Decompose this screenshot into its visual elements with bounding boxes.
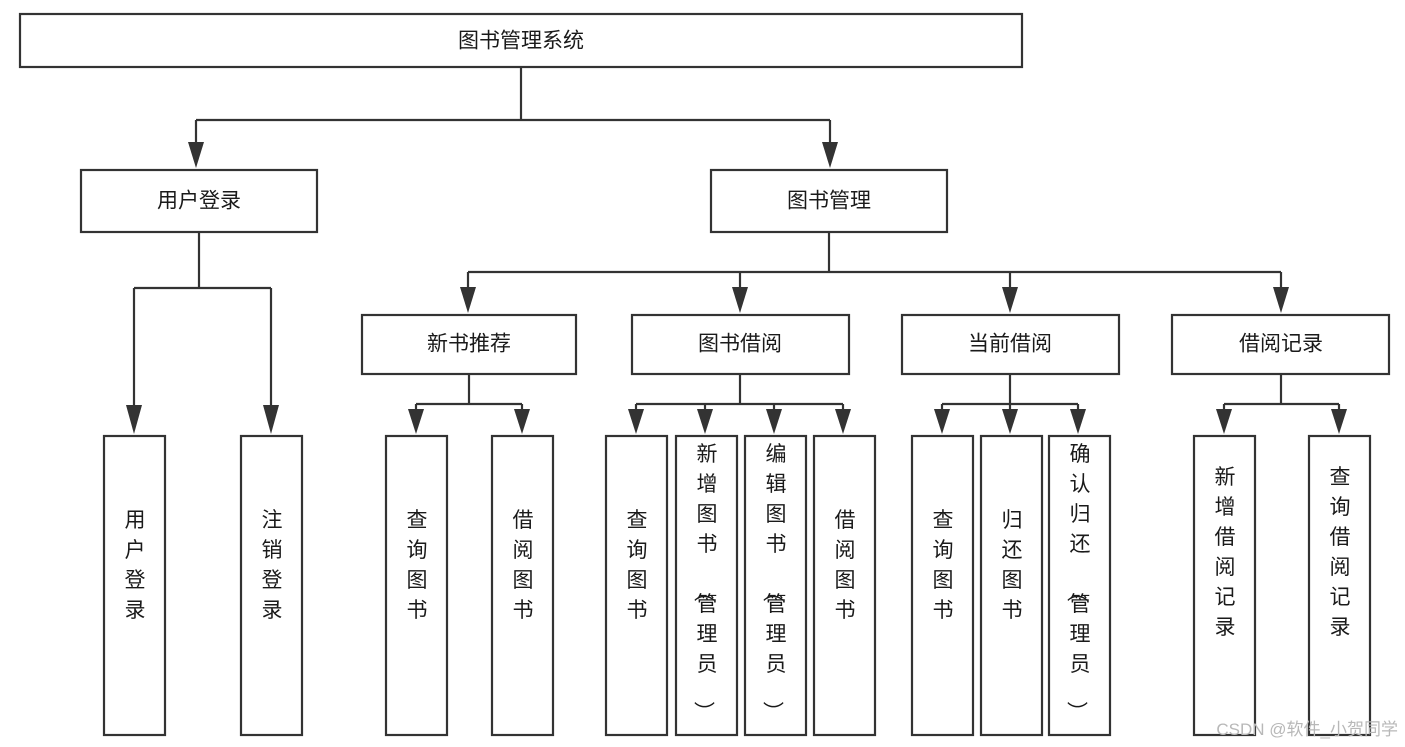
leaf-query-borrow-record-box[interactable]: [1307, 434, 1372, 737]
node-book-borrow-label: 图书借阅: [698, 333, 782, 356]
node-current-borrow-label: 当前借阅: [968, 333, 1052, 356]
root-node-box[interactable]: [18, 12, 1024, 69]
leaf-query-book-1[interactable]: 查询图书: [384, 434, 449, 737]
arrow-head-leaf-borrow-book-1: [514, 409, 530, 434]
arrow-head-user-login: [188, 142, 204, 168]
node-new-book-recommend-box[interactable]: [360, 313, 578, 376]
node-new-book-recommend[interactable]: 新书推荐: [360, 313, 578, 376]
leaf-borrow-book-2[interactable]: 借阅图书: [812, 434, 877, 737]
leaf-add-book-admin-label: 新增图书（管理员）: [692, 443, 718, 722]
root-node-label: 图书管理系统: [458, 30, 584, 53]
leaf-borrow-book-1-box[interactable]: [490, 434, 555, 737]
node-book-management[interactable]: 图书管理: [709, 168, 949, 234]
leaf-borrow-book-2-label: 借阅图书: [835, 509, 856, 622]
leaf-confirm-return-admin-box[interactable]: [1047, 434, 1112, 737]
leaf-user-login[interactable]: 用户登录: [102, 434, 167, 737]
leaf-add-borrow-record-label: 新增借阅记录: [1215, 466, 1236, 639]
leaf-query-book-2-box[interactable]: [604, 434, 669, 737]
arrow-head-leaf-return-book: [1002, 409, 1018, 434]
arrow-head-current-borrow: [1002, 287, 1018, 313]
leaf-add-borrow-record-box[interactable]: [1192, 434, 1257, 737]
arrow-head-new-book-recommend: [460, 287, 476, 313]
leaf-user-login-box[interactable]: [102, 434, 167, 737]
arrow-head-leaf-edit-book-admin: [766, 409, 782, 434]
arrow-head-leaf-query-book-2: [628, 409, 644, 434]
leaf-edit-book-admin-box[interactable]: [743, 434, 808, 737]
node-current-borrow[interactable]: 当前借阅: [900, 313, 1121, 376]
arrow-head-leaf-confirm-return-admin: [1070, 409, 1086, 434]
leaf-return-book[interactable]: 归还图书: [979, 434, 1044, 737]
leaf-confirm-return-admin[interactable]: 确认归还（管理员）: [1047, 434, 1112, 737]
leaf-query-book-1-box[interactable]: [384, 434, 449, 737]
arrow-head-book-borrow: [732, 287, 748, 313]
leaf-edit-book-admin-label: 编辑图书（管理员）: [761, 443, 787, 722]
connector-layer: [126, 67, 1347, 434]
leaf-query-book-2-label: 查询图书: [627, 509, 648, 622]
leaf-borrow-book-2-box[interactable]: [812, 434, 877, 737]
watermark: CSDN @软件_小贺同学: [1216, 720, 1398, 739]
arrow-head-book-management: [822, 142, 838, 168]
leaf-add-borrow-record[interactable]: 新增借阅记录: [1192, 434, 1257, 737]
leaf-query-book-3[interactable]: 查询图书: [910, 434, 975, 737]
leaf-add-book-admin-box[interactable]: [674, 434, 739, 737]
node-user-login-box[interactable]: [79, 168, 319, 234]
node-new-book-recommend-label: 新书推荐: [427, 333, 511, 356]
leaf-query-borrow-record-label: 查询借阅记录: [1330, 466, 1351, 639]
leaf-query-book-2[interactable]: 查询图书: [604, 434, 669, 737]
leaf-edit-book-admin[interactable]: 编辑图书（管理员）: [743, 434, 808, 737]
arrow-head-leaf-add-borrow-record: [1216, 409, 1232, 434]
leaf-user-logout-label: 注销登录: [262, 509, 283, 622]
leaf-add-book-admin[interactable]: 新增图书（管理员）: [674, 434, 739, 737]
leaf-user-login-label: 用户登录: [125, 509, 146, 622]
arrow-head-leaf-user-logout: [263, 405, 279, 434]
node-book-management-box[interactable]: [709, 168, 949, 234]
arrow-head-leaf-query-book-3: [934, 409, 950, 434]
leaf-confirm-return-admin-label: 确认归还（管理员）: [1065, 443, 1091, 722]
node-borrow-record-box[interactable]: [1170, 313, 1391, 376]
node-current-borrow-box[interactable]: [900, 313, 1121, 376]
leaf-query-book-3-label: 查询图书: [933, 509, 954, 622]
node-book-borrow[interactable]: 图书借阅: [630, 313, 851, 376]
arrow-head-leaf-borrow-book-2: [835, 409, 851, 434]
node-book-management-label: 图书管理: [787, 190, 871, 213]
node-borrow-record-label: 借阅记录: [1239, 333, 1323, 356]
arrow-head-leaf-user-login: [126, 405, 142, 434]
node-borrow-record[interactable]: 借阅记录: [1170, 313, 1391, 376]
leaf-borrow-book-1[interactable]: 借阅图书: [490, 434, 555, 737]
arrow-head-leaf-add-book-admin: [697, 409, 713, 434]
node-book-borrow-box[interactable]: [630, 313, 851, 376]
leaf-borrow-book-1-label: 借阅图书: [513, 509, 534, 622]
leaf-query-borrow-record[interactable]: 查询借阅记录: [1307, 434, 1372, 737]
node-user-login[interactable]: 用户登录: [79, 168, 319, 234]
leaf-user-logout-box[interactable]: [239, 434, 304, 737]
root-node[interactable]: 图书管理系统: [18, 12, 1024, 69]
node-user-login-label: 用户登录: [157, 190, 241, 213]
arrow-head-leaf-query-book-1: [408, 409, 424, 434]
arrow-head-leaf-query-borrow-record: [1331, 409, 1347, 434]
leaf-query-book-1-label: 查询图书: [407, 509, 428, 622]
leaf-user-logout[interactable]: 注销登录: [239, 434, 304, 737]
leaf-return-book-label: 归还图书: [1002, 509, 1023, 622]
leaf-return-book-box[interactable]: [979, 434, 1044, 737]
leaf-query-book-3-box[interactable]: [910, 434, 975, 737]
arrow-head-borrow-record: [1273, 287, 1289, 313]
